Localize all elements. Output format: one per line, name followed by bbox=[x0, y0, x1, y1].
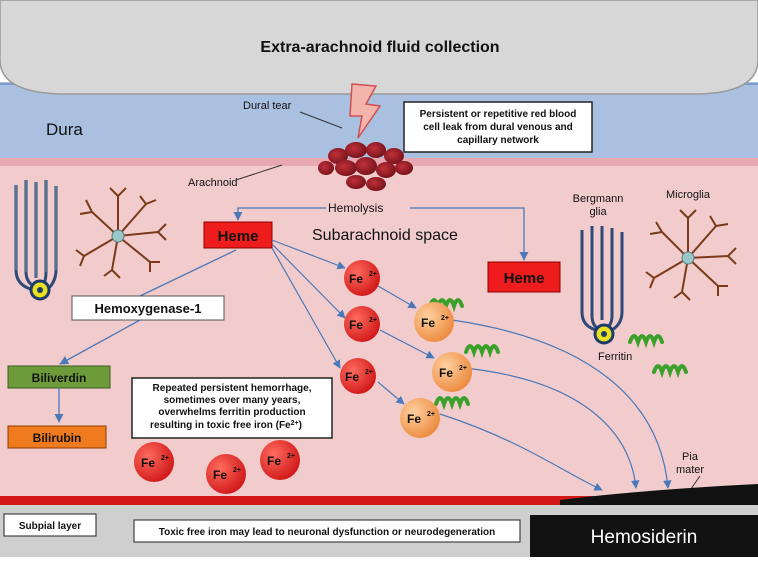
arachnoid-membrane bbox=[0, 158, 758, 166]
fe-red-1: Fe 2+ bbox=[344, 260, 380, 296]
subpial-label: Subpial layer bbox=[19, 521, 81, 532]
dura-label: Dura bbox=[46, 120, 83, 139]
subpial-box bbox=[3, 513, 97, 537]
svg-text:Fe: Fe bbox=[213, 468, 227, 482]
pia-mater-layer bbox=[0, 496, 758, 505]
ferritin-coil-4 bbox=[628, 334, 664, 349]
fe-red-4: Fe 2+ bbox=[134, 442, 174, 482]
fe-red-5: Fe 2+ bbox=[206, 454, 246, 494]
leak-box-line-3: capillary network bbox=[457, 135, 539, 146]
ferritin-coil-5 bbox=[652, 364, 688, 379]
heme-right-box bbox=[487, 261, 561, 293]
fe-to-hemosiderin-arrows bbox=[439, 319, 672, 491]
fe-red-6: Fe 2+ bbox=[260, 440, 300, 480]
svg-text:Fe: Fe bbox=[267, 454, 281, 468]
svg-text:2+: 2+ bbox=[427, 411, 435, 418]
svg-text:Fe: Fe bbox=[141, 456, 155, 470]
repeated-box-line-1: Repeated persistent hemorrhage, bbox=[153, 383, 312, 394]
bilirubin-box bbox=[7, 425, 107, 449]
fluid-collection-shape bbox=[0, 0, 758, 95]
hemoxygenase-label: Hemoxygenase-1 bbox=[95, 301, 202, 316]
svg-text:Fe: Fe bbox=[407, 412, 421, 426]
svg-text:2+: 2+ bbox=[369, 271, 377, 278]
bergmann-glia-label-line-2: glia bbox=[589, 206, 607, 218]
fe-red-3: Fe 2+ bbox=[340, 358, 376, 394]
subarachnoid-space-region bbox=[0, 160, 758, 500]
repeated-box-line-4: resulting in toxic free iron (Fe2+) bbox=[150, 420, 302, 432]
svg-text:2+: 2+ bbox=[459, 365, 467, 372]
fe-red-2: Fe 2+ bbox=[344, 306, 380, 342]
hemolysis-arrows bbox=[233, 207, 529, 261]
svg-text:Fe: Fe bbox=[349, 272, 363, 286]
toxic-iron-box bbox=[133, 519, 521, 543]
hemoxygenase-to-biliverdin-arrow bbox=[59, 319, 141, 365]
red-blood-cell-cluster bbox=[318, 142, 413, 191]
svg-text:2+: 2+ bbox=[287, 453, 295, 460]
repeated-hemorrhage-box bbox=[131, 377, 333, 439]
heme-left-box bbox=[203, 221, 273, 249]
dural-tear-bolt-icon bbox=[349, 83, 382, 139]
svg-text:Fe: Fe bbox=[439, 366, 453, 380]
hemosiderin-box bbox=[530, 515, 758, 557]
bergmann-glia-left-icon bbox=[14, 180, 58, 301]
fe-orange-1: Fe 2+ bbox=[414, 302, 454, 342]
repeated-box-line-3: overwhelms ferritin production bbox=[158, 407, 305, 418]
pia-mater-label-line-2: mater bbox=[676, 464, 704, 476]
leak-box-line-2: cell leak from dural venous and bbox=[423, 122, 573, 133]
svg-text:2+: 2+ bbox=[233, 467, 241, 474]
heme-to-fe-arrows bbox=[271, 239, 435, 405]
heme-left-label: Heme bbox=[218, 228, 259, 245]
svg-text:Fe: Fe bbox=[349, 318, 363, 332]
dural-tear-pointer bbox=[299, 111, 343, 129]
svg-text:2+: 2+ bbox=[161, 455, 169, 462]
microglia-right-icon bbox=[645, 209, 737, 301]
arachnoid-pointer bbox=[235, 164, 283, 181]
dural-tear-label: Dural tear bbox=[243, 100, 292, 112]
subarachnoid-label: Subarachnoid space bbox=[312, 227, 458, 244]
hemolysis-label: Hemolysis bbox=[328, 201, 383, 215]
ferritin-coil-2 bbox=[464, 344, 500, 359]
svg-text:2+: 2+ bbox=[365, 369, 373, 376]
heme-to-hemoxygenase-line bbox=[139, 249, 237, 297]
svg-text:2+: 2+ bbox=[441, 315, 449, 322]
ferritin-label: Ferritin bbox=[598, 351, 632, 363]
leak-box bbox=[403, 101, 593, 153]
heme-right-label: Heme bbox=[504, 270, 545, 287]
hemosiderin-label: Hemosiderin bbox=[591, 527, 698, 548]
hemosiderin-deposit bbox=[560, 484, 758, 506]
svg-text:Fe: Fe bbox=[421, 316, 435, 330]
fe-orange-3: Fe 2+ bbox=[400, 398, 440, 438]
microglia-left-icon bbox=[75, 187, 167, 279]
bergmann-glia-label-line-1: Bergmann bbox=[573, 193, 624, 205]
svg-text:Fe: Fe bbox=[345, 370, 359, 384]
repeated-box-line-2: sometimes over many years, bbox=[164, 395, 301, 406]
fluid-collection-label: Extra-arachnoid fluid collection bbox=[260, 39, 499, 56]
bergmann-glia-right-icon bbox=[580, 226, 624, 345]
biliverdin-label: Biliverdin bbox=[32, 371, 87, 385]
hemoxygenase-box bbox=[71, 295, 225, 321]
toxic-iron-label: Toxic free iron may lead to neuronal dys… bbox=[159, 527, 496, 538]
arachnoid-label: Arachnoid bbox=[188, 177, 238, 189]
svg-text:2+: 2+ bbox=[369, 317, 377, 324]
pia-mater-label-line-1: Pia bbox=[682, 451, 699, 463]
microglia-label: Microglia bbox=[666, 189, 711, 201]
bilirubin-label: Bilirubin bbox=[33, 431, 82, 445]
fe-orange-2: Fe 2+ bbox=[432, 352, 472, 392]
ferritin-coil-3 bbox=[434, 396, 470, 411]
leak-box-line-1: Persistent or repetitive red blood bbox=[420, 109, 577, 120]
